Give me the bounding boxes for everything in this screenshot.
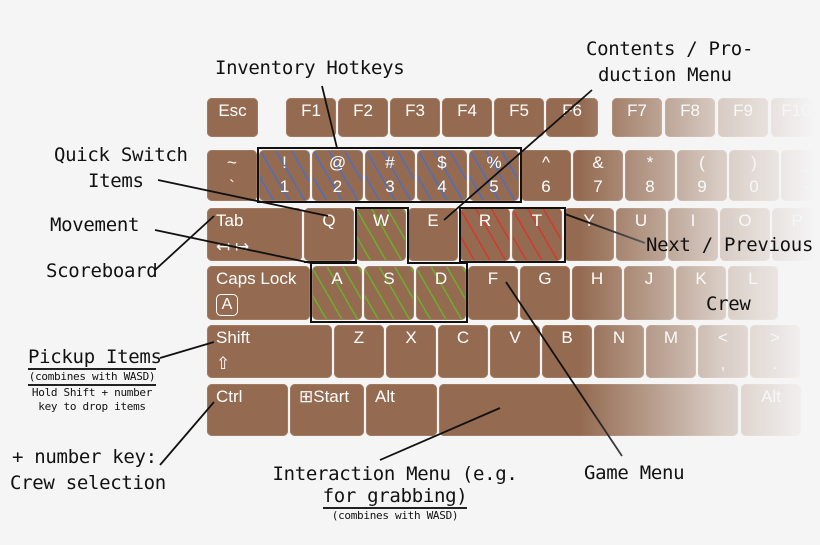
label-movement: Movement xyxy=(50,214,140,236)
label-inventory-hotkeys: Inventory Hotkeys xyxy=(215,57,405,79)
label-contents-2: duction Menu xyxy=(598,64,732,86)
label-interaction-sub: (combines with WASD) xyxy=(331,509,459,522)
interaction-line xyxy=(379,407,501,461)
label-pickup-sub: (combines with WASD) xyxy=(28,370,156,386)
interaction-note: Interaction Menu (e.g. for grabbing) (co… xyxy=(255,463,535,523)
next-crew-line xyxy=(564,213,646,244)
label-pickup: Pickup Items xyxy=(28,346,162,370)
label-crew-2: Crew selection xyxy=(10,472,166,494)
label-next-2: Crew xyxy=(706,293,751,315)
label-pickup-hold-1: Hold Shift + number xyxy=(31,386,153,399)
label-interaction-1: Interaction Menu (e.g. xyxy=(272,463,518,485)
movement-line xyxy=(154,229,312,264)
label-interaction-2: for grabbing) xyxy=(322,485,468,509)
crew-group-outline xyxy=(459,207,566,263)
label-next-1: Next / Previous xyxy=(646,234,814,256)
label-contents-1: Contents / Pro- xyxy=(586,38,754,60)
label-quick-switch-1: Quick Switch xyxy=(54,144,188,166)
crew-selection-line xyxy=(159,401,215,466)
label-pickup-hold-2: key to drop items xyxy=(38,400,146,413)
contents-line xyxy=(443,89,593,221)
pickup-line xyxy=(159,341,215,359)
inventory-line xyxy=(321,85,338,149)
scoreboard-line xyxy=(154,215,215,271)
game-menu-line xyxy=(505,281,623,457)
quick-switch-line xyxy=(157,179,329,217)
movement-group-outline xyxy=(310,207,468,323)
pickup-note: Pickup Items (combines with WASD) Hold S… xyxy=(28,346,162,414)
label-scoreboard: Scoreboard xyxy=(46,260,158,282)
inventory-group-outline xyxy=(257,147,522,203)
label-crew-1: + number key: xyxy=(12,446,157,468)
label-game-menu: Game Menu xyxy=(584,462,685,484)
label-quick-switch-2: Items xyxy=(88,170,144,192)
